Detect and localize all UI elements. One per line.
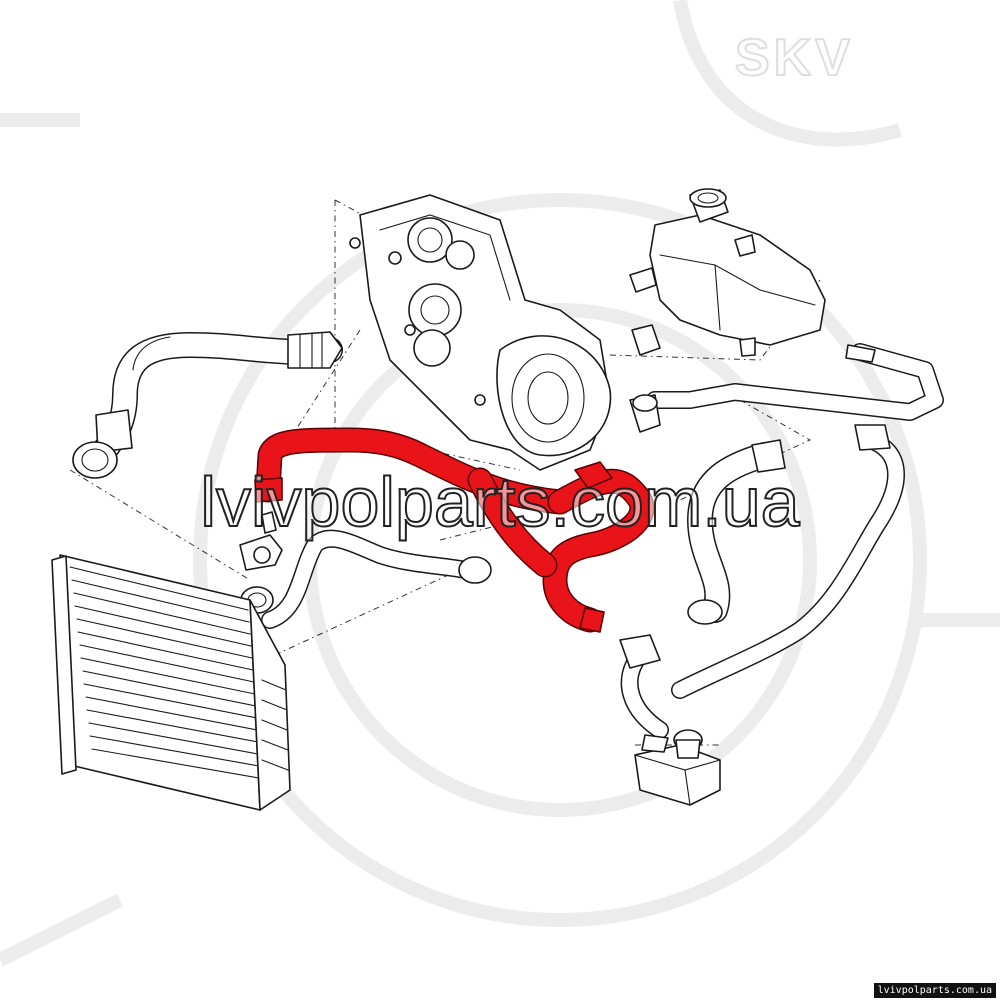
heater-hoses — [619, 424, 905, 739]
auxiliary-water-pump — [634, 729, 721, 806]
highlight-hose-upper — [257, 429, 571, 513]
expansion-tank — [629, 188, 826, 357]
t-connector — [239, 511, 283, 571]
highlight-hose-body — [544, 470, 653, 631]
highlight-hose-branch — [469, 469, 556, 576]
upper-radiator-hose — [72, 331, 343, 479]
skv-logo: SKV — [735, 29, 854, 87]
engine-block-water-pump — [349, 194, 612, 471]
watermark-text: lvivpolparts.com.ua — [199, 462, 800, 542]
lower-radiator-hose — [240, 529, 492, 629]
radiator — [51, 554, 291, 811]
highlight-hose-coupler — [574, 461, 613, 489]
coolant-hose-highlighted — [254, 427, 655, 633]
bleed-line — [629, 343, 944, 433]
highlight-hose-end-cap — [579, 607, 605, 633]
corner-url[interactable]: lvivpolparts.com.ua — [873, 983, 996, 998]
